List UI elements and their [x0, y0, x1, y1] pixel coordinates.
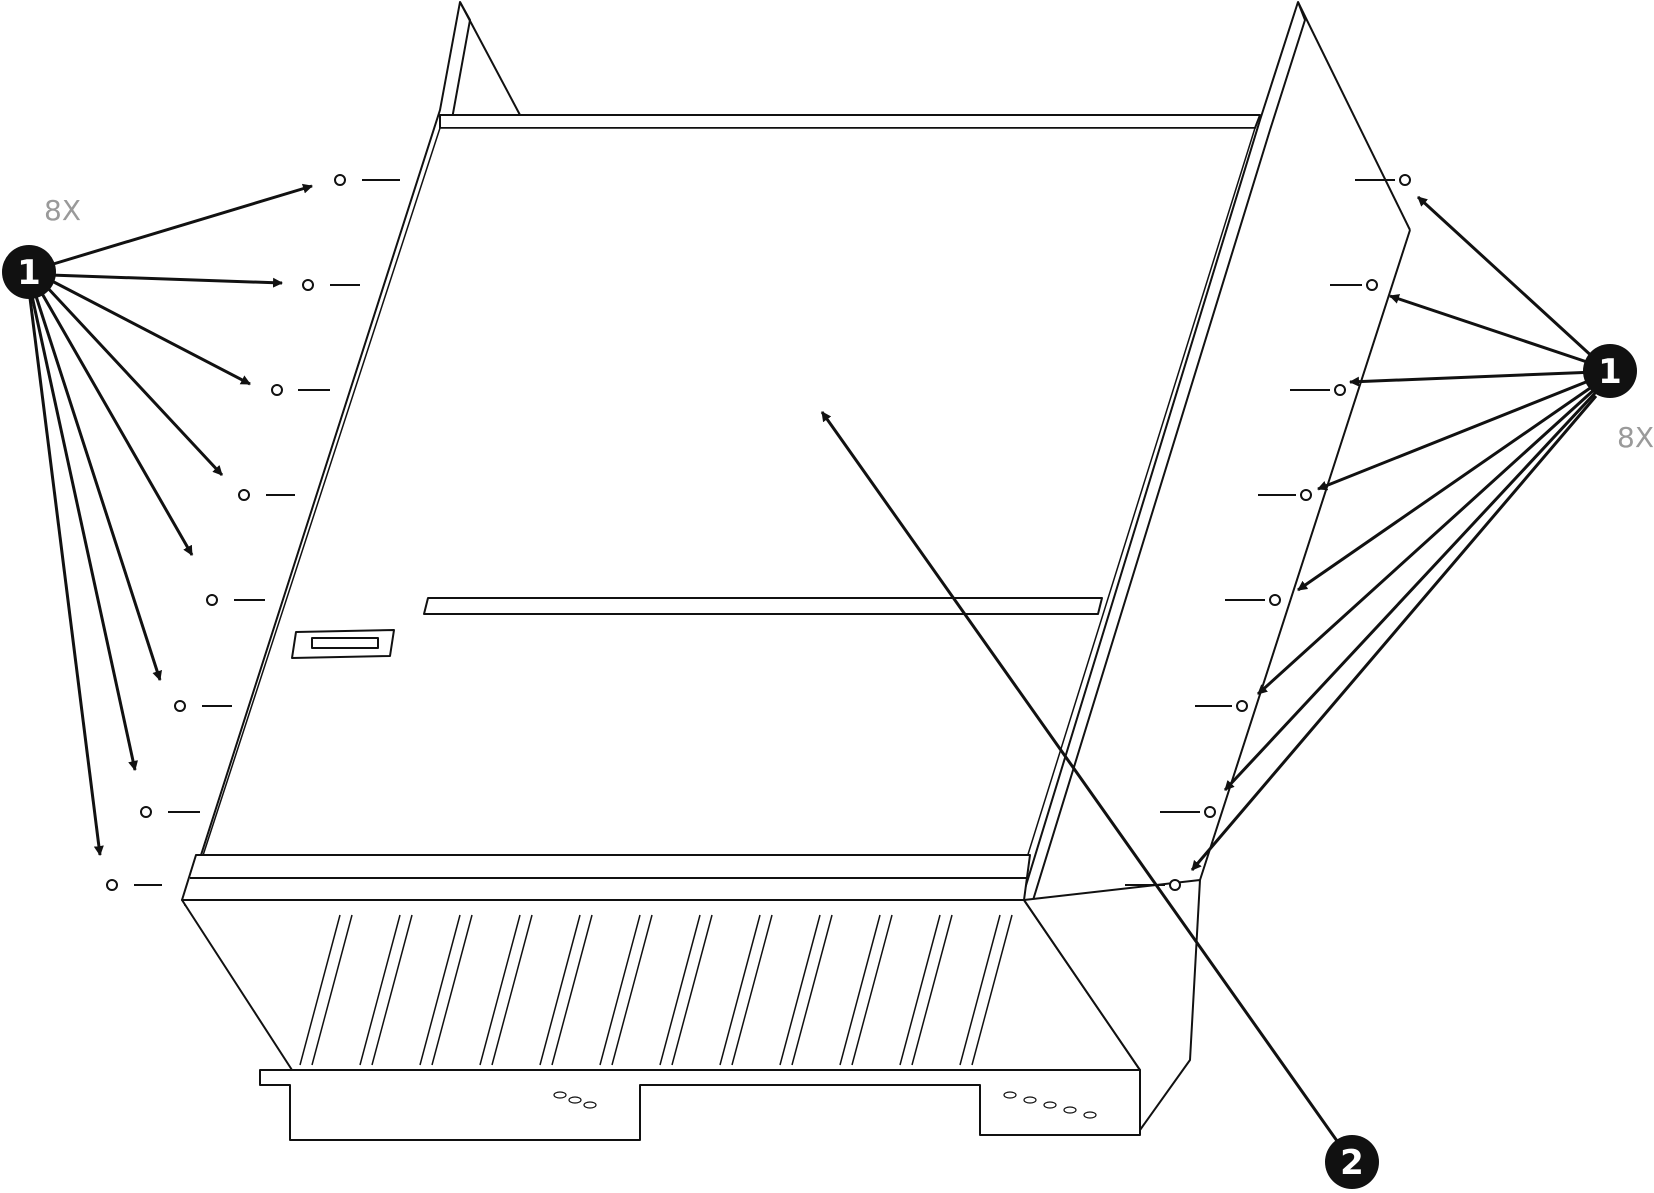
screw — [106, 879, 118, 891]
screw — [1366, 279, 1378, 291]
callout-right: 1 — [1583, 344, 1637, 398]
screw — [1236, 700, 1248, 712]
right-screws — [1125, 174, 1411, 891]
chassis-drawing — [181, 1, 1411, 1141]
left-screws — [106, 174, 400, 891]
callout-panel-label: 2 — [1340, 1143, 1364, 1183]
screw — [271, 384, 283, 396]
callout-panel: 2 — [1325, 1135, 1379, 1189]
screw — [206, 594, 218, 606]
screw — [174, 700, 186, 712]
callout-left-label: 1 — [17, 253, 41, 293]
card-slots — [299, 914, 1013, 1066]
screw — [238, 489, 250, 501]
screw — [1399, 174, 1411, 186]
callout-left: 1 — [2, 245, 56, 299]
middle-rail — [423, 597, 1103, 615]
screws — [106, 174, 1411, 891]
top-rail — [439, 114, 1261, 129]
vent-holes — [553, 1091, 1097, 1119]
screw — [1204, 806, 1216, 818]
leader-arrows-left — [28, 183, 313, 856]
screw — [334, 174, 346, 186]
back-panel — [194, 127, 1256, 881]
quantity-right: 8X — [1617, 421, 1654, 454]
screw — [302, 279, 314, 291]
screw — [1169, 879, 1181, 891]
screw — [140, 806, 152, 818]
callout-right-label: 1 — [1598, 352, 1622, 392]
card-cage — [181, 899, 1141, 1071]
screw — [1300, 489, 1312, 501]
screw — [1269, 594, 1281, 606]
quantity-left: 8X — [44, 194, 81, 227]
leader-arrows-right — [1190, 195, 1598, 871]
leader-arrow-panel — [820, 411, 1344, 1149]
base-tray — [259, 1069, 1141, 1141]
screw — [1334, 384, 1346, 396]
